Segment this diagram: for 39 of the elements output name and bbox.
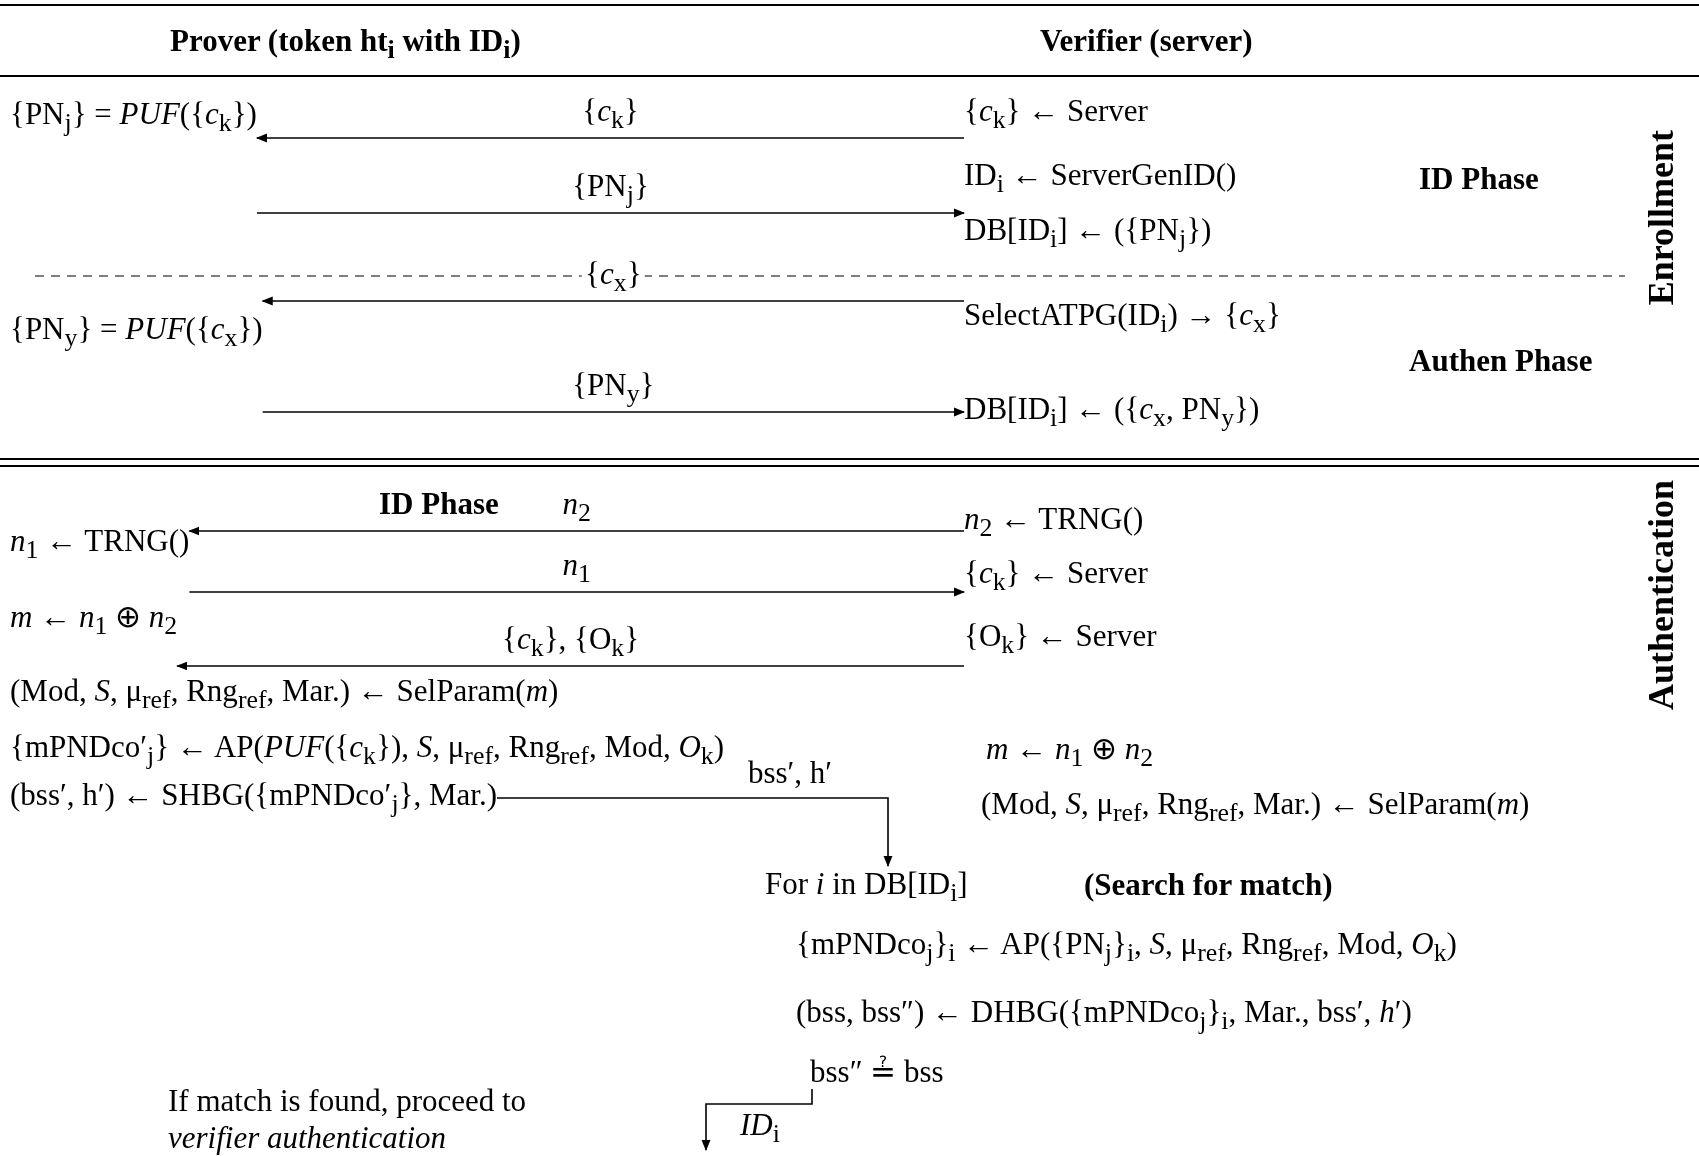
arrow — [188, 526, 965, 536]
formula-text: {c$_{k}$} ← Server — [964, 554, 1148, 599]
formula-text: SelectATPG(ID$_{i}$) → {c$_{x}$} — [964, 296, 1281, 341]
arrow — [261, 407, 966, 417]
arrow — [701, 1088, 813, 1152]
formula-text: DB[ID$_{i}$] ← ({PN$_{j}$}) — [964, 211, 1212, 256]
formula-text: (bss, bss″) ← DHBG({mPNDco$_{j}$}$_{i}$, Mar., bss′, h′) — [796, 993, 1412, 1038]
note-text: If match is found, proceed to verifier authentication — [168, 1082, 528, 1156]
formula-text: m ← n$_{1}$ ⊕ n$_{2}$ — [10, 598, 178, 643]
formula-text: {O$_{k}$} ← Server — [964, 617, 1157, 662]
arrow — [176, 661, 965, 671]
arrow — [261, 296, 965, 306]
formula-text: n$_{2}$ ← TRNG() — [964, 500, 1144, 545]
formula-text: m ← n$_{1}$ ⊕ n$_{2}$ — [986, 730, 1154, 775]
section-label: Enrollment — [1640, 130, 1682, 306]
formula-text: (Mod, S, μ$_{ref}$, Rng$_{ref}$, Mar.) ← SelParam(m) — [10, 672, 559, 717]
step-heading: (Search for match) — [1084, 866, 1333, 904]
phase-heading: ID Phase — [1419, 160, 1539, 198]
formula-text: DB[ID$_{i}$] ← ({c$_{x}$, PN$_{y}$}) — [964, 390, 1260, 435]
arrow — [496, 797, 893, 868]
phase-heading: Authen Phase — [1409, 342, 1593, 380]
formula-text: {PN$_{j}$} = PUF({c$_{k}$}) — [10, 95, 257, 140]
phase-heading: ID Phase — [379, 485, 499, 523]
arrow — [188, 587, 966, 597]
formula-text: {mPNDco$_{j}$}$_{i}$ ← AP({PN$_{j}$}$_{i}$, S, μ$_{ref}$, Rng$_{ref}$, Mod, O$_{k}$) — [796, 925, 1457, 970]
formula-text: {c$_{k}$} ← Server — [964, 92, 1148, 137]
arrow — [256, 208, 966, 218]
column-heading: Verifier (server) — [1040, 22, 1253, 60]
formula-text: {mPNDco′$_{j}$} ← AP(PUF({c$_{k}$}), S, μ$_{ref}$, Rng$_{ref}$, Mod, O$_{k}$) — [10, 728, 725, 773]
formula-text: (bss′, h′) ← SHBG({mPNDco′$_{j}$}, Mar.) — [10, 776, 497, 821]
formula-text: {PN$_{y}$} = PUF({c$_{x}$}) — [10, 310, 263, 355]
formula-text: (Mod, S, μ$_{ref}$, Rng$_{ref}$, Mar.) ← SelParam(m) — [981, 785, 1530, 830]
column-heading: Prover (token ht$_{i}$ with ID$_{i}$) — [170, 22, 521, 67]
formula-text: bss″ ≟ bss — [810, 1053, 944, 1091]
section-label: Authentication — [1640, 480, 1682, 710]
formula-text: For i in DB[ID$_{i}$] — [765, 865, 968, 910]
formula-text: ID$_{i}$ ← ServerGenID() — [964, 156, 1237, 201]
arrow — [255, 133, 965, 143]
formula-text: n$_{1}$ ← TRNG() — [10, 522, 190, 567]
